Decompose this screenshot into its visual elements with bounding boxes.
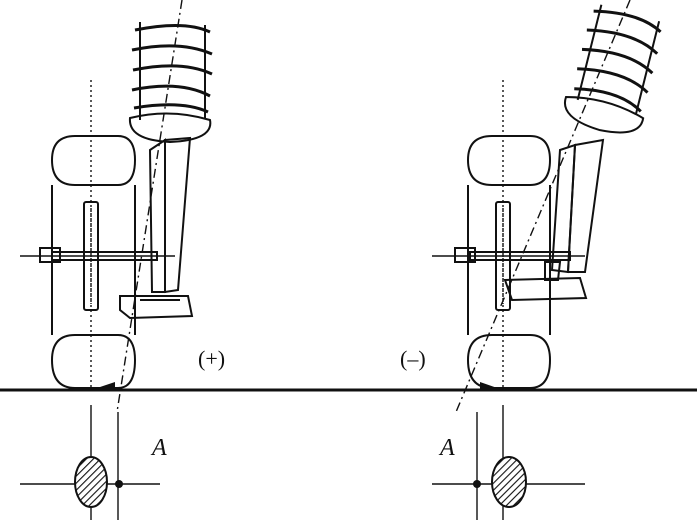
left-axis-label: A	[150, 435, 167, 461]
left-angle-sign: (+)	[198, 346, 225, 371]
right-offset-arrow	[480, 382, 503, 390]
right-suspension-figure: (–) A	[400, 0, 662, 520]
right-axis-label: A	[438, 435, 455, 461]
left-tire	[20, 135, 175, 389]
left-coil-spring	[128, 22, 213, 144]
right-coil-spring	[563, 4, 662, 134]
left-contact-patch	[20, 456, 160, 508]
right-contact-patch	[432, 456, 585, 508]
left-offset-arrow	[91, 382, 115, 390]
right-angle-sign: (–)	[400, 346, 426, 371]
left-suspension-figure: (+) A	[20, 0, 225, 520]
right-tire	[432, 135, 585, 389]
right-steering-knuckle	[503, 138, 605, 302]
left-kingpin-axis	[116, 0, 183, 413]
right-kingpin-axis	[455, 0, 631, 413]
left-steering-knuckle	[119, 136, 194, 320]
